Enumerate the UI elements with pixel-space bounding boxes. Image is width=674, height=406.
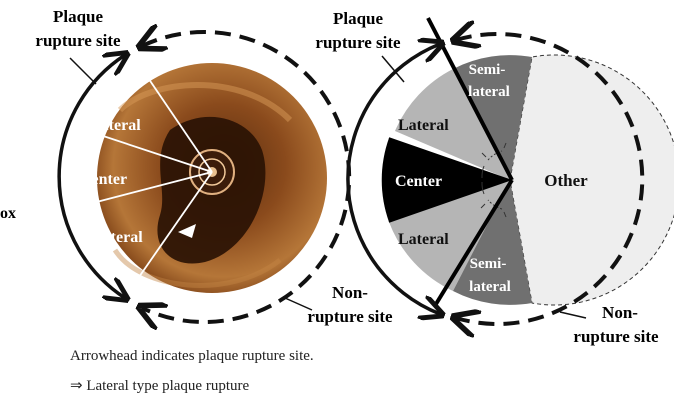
right-rupture-label-line1: Plaque bbox=[333, 9, 384, 28]
right-non-rupture-label-line1: Non- bbox=[602, 303, 638, 322]
semilateral-upper-label-line2: lateral bbox=[468, 84, 510, 100]
right-non-rupture-label-line2: rupture site bbox=[573, 327, 659, 346]
semilateral-lower-label-line2: lateral bbox=[469, 279, 511, 295]
semilateral-upper-label-line1: Semi- bbox=[469, 62, 506, 78]
right-panel: Plaque rupture site Semi- lateral Latera… bbox=[315, 9, 674, 346]
caption-line-2: ⇒ Lateral type plaque rupture bbox=[70, 376, 249, 395]
left-lateral-lower-label: Lateral bbox=[92, 229, 143, 246]
semilateral-lower-label-line1: Semi- bbox=[470, 256, 507, 272]
right-center-label: Center bbox=[395, 173, 442, 190]
other-label: Other bbox=[544, 171, 588, 190]
other-sector bbox=[510, 55, 674, 305]
left-center-label: Center bbox=[80, 171, 127, 188]
left-non-rupture-label-line2: rupture site bbox=[307, 307, 393, 326]
left-edge-label: ox bbox=[0, 205, 16, 222]
right-lateral-lower-label: Lateral bbox=[398, 231, 449, 248]
left-panel: ox Plaque rup bbox=[0, 7, 393, 326]
left-rupture-label-line2: rupture site bbox=[35, 31, 121, 50]
right-non-rupture-label-pointer bbox=[560, 312, 586, 318]
right-lateral-upper-label: Lateral bbox=[398, 117, 449, 134]
left-lateral-upper-label: Lateral bbox=[90, 117, 141, 134]
right-rupture-label-line2: rupture site bbox=[315, 33, 401, 52]
left-non-rupture-label-line1: Non- bbox=[332, 283, 368, 302]
oct-image bbox=[97, 63, 327, 293]
left-rupture-label-line1: Plaque bbox=[53, 7, 104, 26]
caption-line-1: Arrowhead indicates plaque rupture site. bbox=[70, 348, 314, 365]
rupture-label-pointer bbox=[70, 58, 96, 84]
